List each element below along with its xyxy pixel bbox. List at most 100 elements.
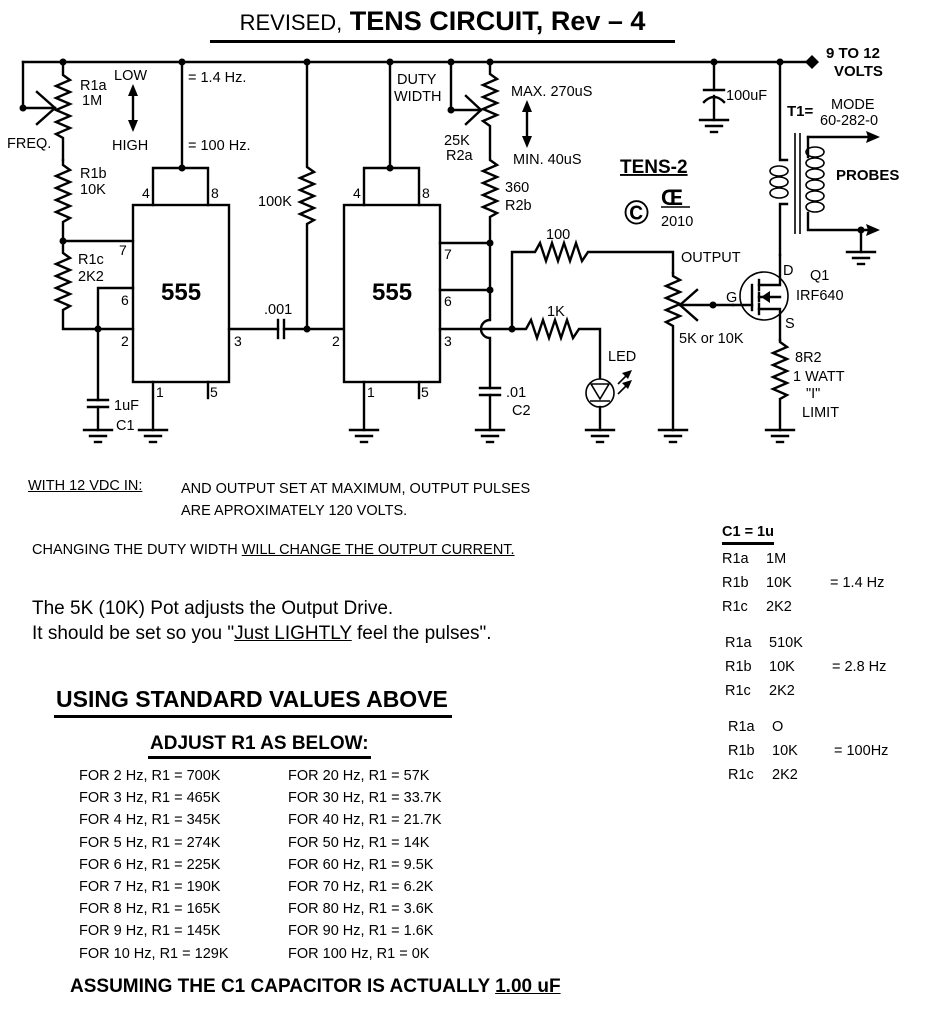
freq-low-note: = 1.4 Hz. (188, 70, 246, 86)
logo-year: 2010 (661, 214, 693, 230)
r1-table-left-column: FOR 2 Hz, R1 = 700K FOR 3 Hz, R1 = 465K FO… (79, 765, 229, 965)
pin-5: 5 (210, 384, 218, 400)
table-row: FOR 20 Hz, R1 = 57K (288, 768, 430, 784)
freq-pot-r1a (19, 60, 74, 162)
r1a-value: 1M (82, 93, 102, 109)
component-name: R1c (725, 683, 751, 699)
table-row: FOR 100 Hz, R1 = 0K (288, 945, 430, 962)
voltage-note-line: AND OUTPUT SET AT MAXIMUM, OUTPUT PULSES (181, 481, 531, 497)
table-row: FOR 70 Hz, R1 = 6.2K (288, 879, 434, 896)
resistor-100k (296, 60, 318, 331)
title-rev: Rev – 4 (550, 6, 646, 36)
resistor-r1c (52, 239, 135, 331)
r2b-value: 360 (505, 180, 529, 196)
pin-4: 4 (142, 185, 150, 201)
wire-duty-wiper (449, 60, 483, 112)
ground-icon (657, 428, 689, 444)
pin-7: 7 (444, 246, 452, 262)
table-row: FOR 5 Hz, R1 = 274K (79, 834, 221, 851)
r1-table-heading: USING STANDARD VALUES ABOVE (54, 686, 452, 718)
pin-7: 7 (119, 242, 127, 258)
pot-note-line2: It should be set so you "Just LIGHTLY fe… (32, 621, 492, 646)
c1-value: 1uF (114, 398, 139, 414)
r1k-value: 1K (547, 304, 565, 320)
logo-mark: Œ (661, 185, 683, 210)
table-row: FOR 40 Hz, R1 = 21.7K (288, 812, 442, 829)
resistor-1k (510, 316, 602, 380)
component-value: 10K (766, 575, 792, 591)
sense-label-3: "I" (806, 386, 820, 402)
pin-4: 4 (353, 185, 361, 201)
timer2-chip (342, 203, 442, 384)
supply-label-2: VOLTS (834, 63, 883, 80)
led-icon (585, 370, 632, 432)
r1c-value: 2K2 (78, 269, 104, 285)
component-value: 510K (769, 635, 803, 651)
wire-pin4-8 (151, 166, 210, 207)
component-name: R1a (722, 551, 749, 567)
schematic: 9 TO 12 VOLTS R1a 1M FREQ. R1b 10K R1c 2… (7, 45, 899, 444)
table-row: FOR 9 Hz, R1 = 145K (79, 923, 221, 940)
junction (447, 106, 455, 114)
logo-name: TENS-2 (620, 157, 688, 178)
pot-note-line1: The 5K (10K) Pot adjusts the Output Driv… (32, 598, 394, 619)
component-name: R1b (722, 575, 749, 591)
ground-icon (82, 428, 114, 444)
component-name: R1c (728, 767, 754, 783)
pot-note-pre: It should be set so you " (32, 623, 235, 644)
component-value: 1M (766, 551, 787, 567)
component-value: O (772, 719, 784, 735)
component-name: R1b (728, 743, 755, 759)
coupling-capacitor (227, 318, 345, 340)
side-table-result: = 2.8 Hz (832, 659, 887, 675)
table-row: FOR 7 Hz, R1 = 190K (79, 879, 221, 896)
table-row: FOR 2 Hz, R1 = 700K (79, 768, 221, 784)
side-table-row: R1b 10K (722, 571, 803, 595)
table-row: FOR 50 Hz, R1 = 14K (288, 834, 430, 851)
component-value: 2K2 (766, 599, 792, 615)
q1-gate: G (726, 290, 737, 306)
component-name: R1c (722, 599, 748, 615)
resistor-8r2 (769, 338, 791, 432)
wire-pin4-8 (362, 166, 421, 207)
duty-note-emphasis: WILL CHANGE THE OUTPUT CURRENT. (241, 542, 515, 558)
table-row: FOR 3 Hz, R1 = 465K (79, 790, 221, 807)
capacitor-c2 (478, 386, 502, 432)
c2-value: .01 (506, 385, 526, 401)
range-arrow-icon (128, 84, 138, 132)
t1-model-1: MODE (831, 97, 875, 113)
c2-name: C2 (512, 403, 531, 419)
timer1-chip (131, 203, 231, 384)
component-name: R1b (725, 659, 752, 675)
r2a-value: 25K (444, 133, 470, 149)
duty-range-arrow-icon (522, 100, 532, 148)
r1-table-footer: ASSUMING THE C1 CAPACITOR IS ACTUALLY 1.… (70, 976, 561, 998)
q1-name: Q1 (810, 268, 829, 284)
supply-label-1: 9 TO 12 (826, 45, 880, 62)
side-table-result: = 1.4 Hz (830, 575, 885, 591)
table-row: FOR 4 Hz, R1 = 345K (79, 812, 221, 829)
table-row: FOR 80 Hz, R1 = 3.6K (288, 901, 434, 918)
voltage-note: WITH 12 VDC IN: (28, 478, 142, 494)
t1-prefix: T1= (787, 103, 814, 120)
resistor-100 (510, 239, 675, 331)
q1-source: S (785, 316, 795, 332)
table-row: FOR 90 Hz, R1 = 1.6K (288, 923, 434, 940)
ground-icon (845, 250, 877, 266)
voltage-note-label: WITH 12 VDC IN: (28, 478, 143, 494)
r1-table-subheading: ADJUST R1 AS BELOW: (148, 733, 371, 759)
pin-1: 1 (156, 384, 164, 400)
timer2-label: 555 (372, 279, 412, 306)
side-table-row: R1a 1M (722, 547, 803, 571)
voltage-note-line: ARE APROXIMATELY 120 VOLTS. (181, 503, 408, 519)
component-value: 10K (769, 659, 795, 675)
side-table-header: C1 = 1u (722, 522, 774, 545)
led-label: LED (608, 349, 636, 365)
r1a-name: R1a (80, 78, 108, 94)
pin-6: 6 (121, 292, 129, 308)
duty-pot-r2a-r2b (479, 60, 501, 243)
